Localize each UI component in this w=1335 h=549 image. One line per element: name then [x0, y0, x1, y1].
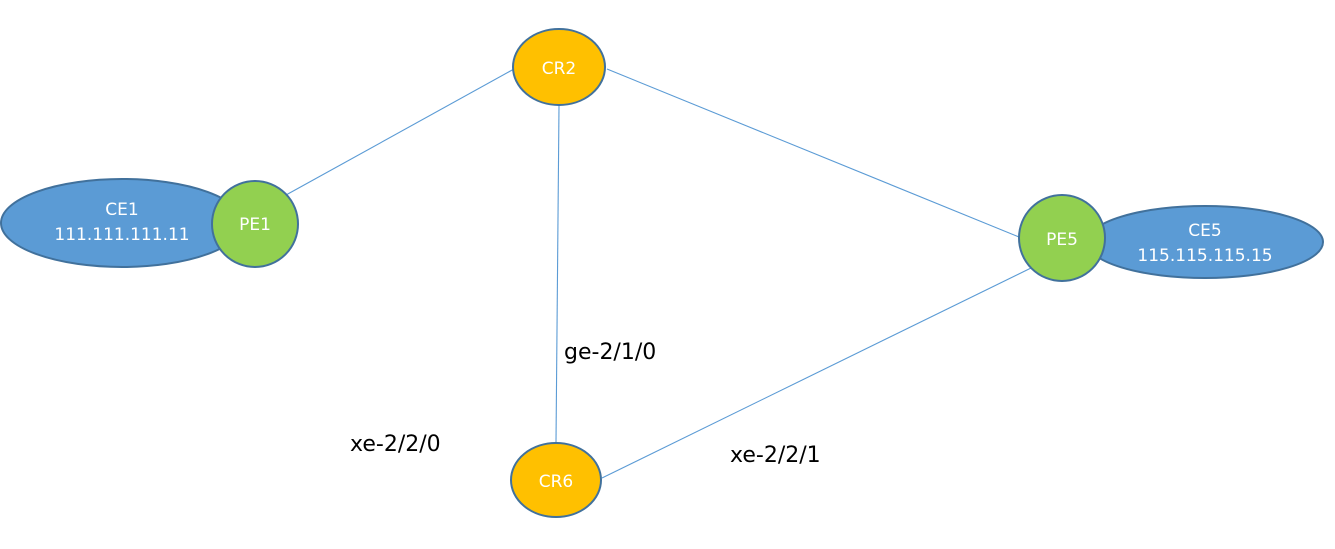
node-cr6[interactable]: CR6: [510, 442, 602, 518]
interface-label-ge-2-1-0: ge-2/1/0: [564, 340, 656, 365]
link-pe1-cr2: [285, 68, 515, 196]
node-cr2[interactable]: CR2: [512, 28, 606, 106]
link-cr2-cr6: [555, 105, 560, 443]
ce5-ip: 115.115.115.15: [1137, 246, 1272, 266]
interface-label-xe-2-2-1: xe-2/2/1: [730, 443, 821, 468]
link-cr6-pe5: [601, 267, 1032, 479]
node-ce5[interactable]: CE5 115.115.115.15: [1086, 205, 1324, 279]
link-cr2-pe5: [606, 68, 1020, 238]
cr2-ellipse: [512, 28, 606, 106]
pe1-name: PE1: [239, 215, 271, 235]
pe1-circle: [211, 180, 299, 268]
pe5-name: PE5: [1046, 230, 1078, 250]
ce1-name: CE1: [105, 200, 138, 220]
ce1-ellipse: [0, 178, 244, 268]
cr6-name: CR6: [539, 472, 574, 492]
node-ce1[interactable]: CE1 111.111.111.11: [0, 178, 244, 268]
pe5-circle: [1018, 194, 1106, 282]
cr2-name: CR2: [542, 59, 577, 79]
node-pe5[interactable]: PE5: [1018, 194, 1106, 282]
ce5-ellipse: [1086, 205, 1324, 279]
node-pe1[interactable]: PE1: [211, 180, 299, 268]
interface-label-xe-2-2-0: xe-2/2/0: [350, 432, 441, 457]
cr6-ellipse: [510, 442, 602, 518]
ce1-ip: 111.111.111.11: [54, 225, 189, 245]
ce5-name: CE5: [1188, 221, 1221, 241]
